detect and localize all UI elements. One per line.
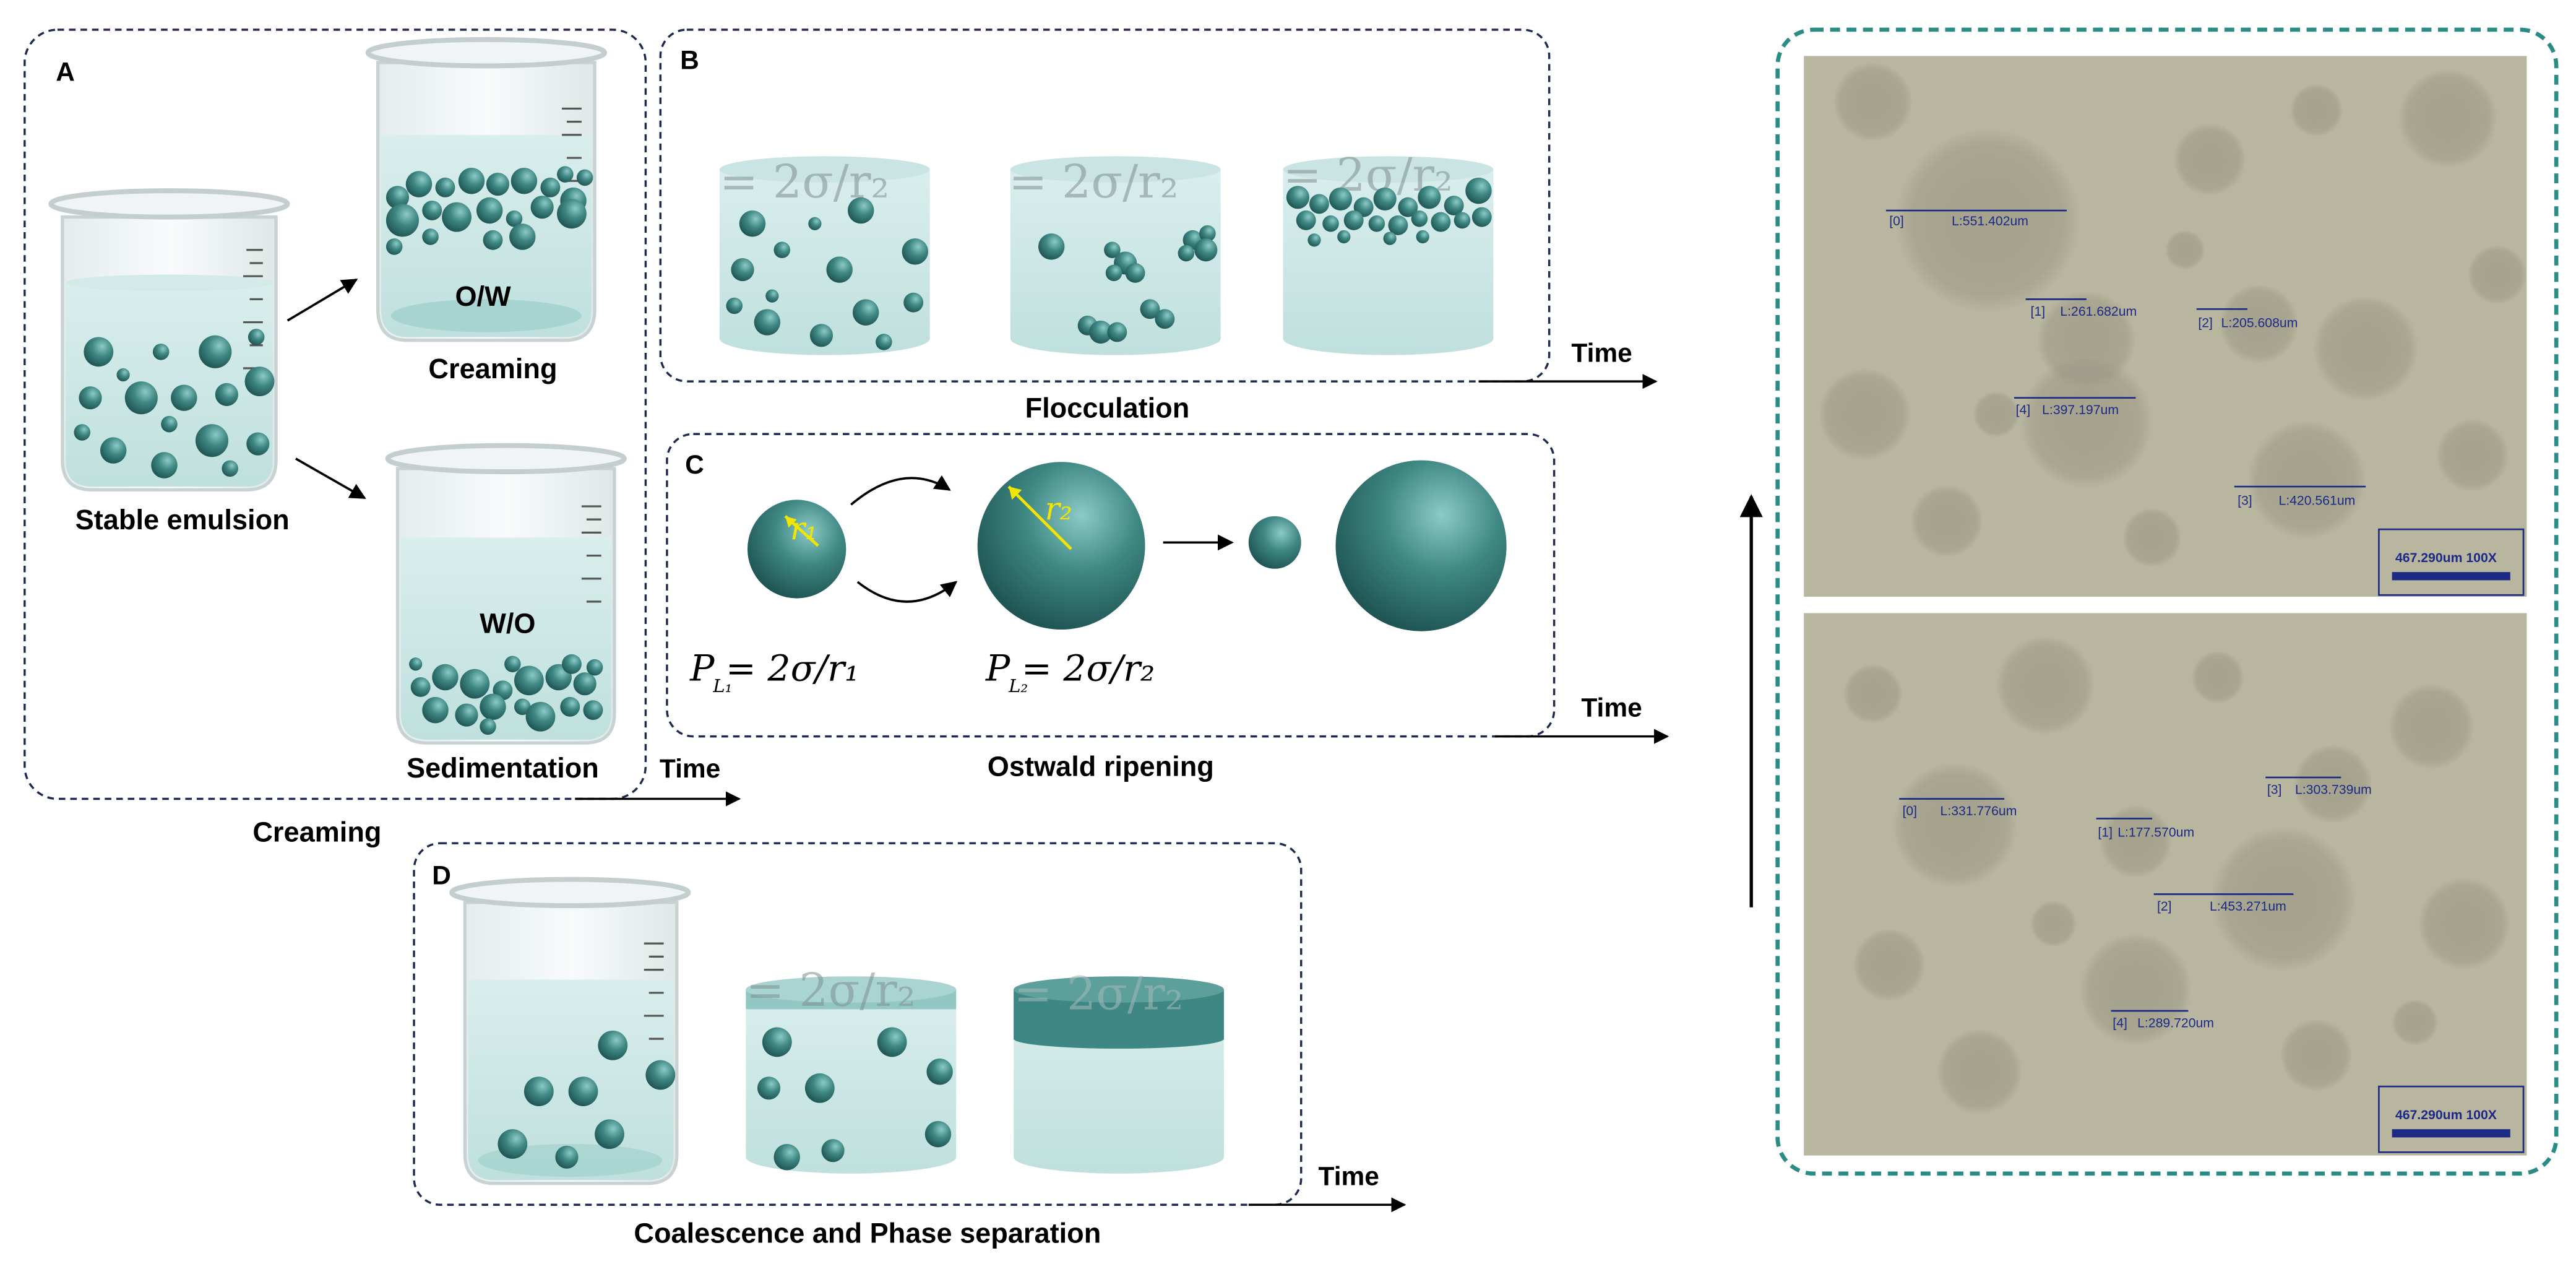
droplets [1038, 225, 1218, 344]
panel-c-border [666, 433, 1556, 738]
measure-top-1-length: L:261.682um [2060, 305, 2137, 319]
measure-top-3-id: [3] [2238, 493, 2252, 508]
droplets [498, 1030, 676, 1169]
measure-bottom-1-length: L:177.570um [2117, 826, 2194, 840]
large-droplet [977, 462, 1145, 630]
r2-radius-line [1007, 485, 1072, 550]
sedimentation-label: Sedimentation [407, 752, 599, 784]
time-label-d: Time [1319, 1161, 1379, 1190]
scale-bar-top: 467.290um 100X [2378, 528, 2525, 596]
measure-bottom-4-length: L:289.720um [2137, 1016, 2214, 1031]
measure-top-1-id: [1] [2031, 305, 2046, 319]
droplets [74, 329, 275, 479]
panel-d-caption: Coalescence and Phase separation [634, 1217, 1101, 1249]
measure-bottom-0-id: [0] [1902, 804, 1917, 818]
droplets [726, 197, 929, 350]
measure-bottom-1-id: [1] [2098, 826, 2113, 840]
micrograph-bottom-droplets [1843, 636, 2510, 1115]
creaming-label: Creaming [428, 353, 557, 384]
panel-b-letter: B [680, 46, 699, 75]
time-label-c: Time [1581, 693, 1642, 722]
r1-label: r₁ [790, 510, 817, 547]
beaker-sedimentation [385, 443, 627, 745]
arrow-to-creaming [286, 278, 358, 322]
measure-top-4-id: [4] [2016, 403, 2031, 417]
ow-label: O/W [455, 280, 511, 312]
micrograph-panel: [0] L:551.402um [1] L:261.682um [2] L:20… [1739, 27, 2559, 1176]
panel-c-caption: Ostwald ripening [988, 750, 1214, 782]
droplets [757, 1027, 953, 1171]
measure-bottom-4-id: [4] [2113, 1016, 2127, 1031]
shrunk-droplet [1248, 516, 1301, 569]
micrograph-bottom: [0] L:331.776um [3] L:303.739um [1] L:17… [1804, 613, 2527, 1156]
panel-a: A Stable emulsion [24, 28, 741, 848]
scale-bar-bottom: 467.290um 100X [2378, 1085, 2525, 1153]
laplace-formula-2: P = 2σ/r₂ [985, 647, 1155, 689]
time-label-b: Time [1571, 338, 1632, 367]
wo-label: W/O [480, 607, 535, 639]
panel-a-border [24, 28, 647, 800]
arrow-to-sedimentation [295, 457, 366, 500]
beaker-coalescence [449, 877, 691, 1185]
measure-top-2-id: [2] [2198, 316, 2213, 331]
measure-top-0-id: [0] [1889, 214, 1904, 228]
micrograph-top: [0] L:551.402um [1] L:261.682um [2] L:20… [1804, 56, 2527, 597]
grown-droplet [1335, 460, 1507, 631]
measure-bottom-0-length: L:331.776um [1941, 804, 2017, 818]
panel-c: C r₁ r₂ P = 2σ/r₁ L₁ P = 2σ/r₂ L₂ Time O… [666, 433, 1669, 782]
curved-arrow-bottom [856, 581, 958, 603]
panel-a-caption: Creaming [252, 816, 381, 848]
ghost-formula-d2: = 2σ/r₂ [1014, 966, 1183, 1020]
scale-text-top: 467.290um 100X [2395, 551, 2497, 565]
measure-bottom-2-id: [2] [2157, 899, 2172, 914]
micrograph-top-droplets [1819, 63, 2527, 568]
beaker-stable [48, 188, 290, 492]
measure-top-0-length: L:551.402um [1952, 214, 2028, 228]
ghost-formula-b2: = 2σ/r₂ [1009, 155, 1178, 209]
cylinder-coalescing: = 2σ/r₂ [746, 963, 957, 1174]
cylinder-floc-layer: = 2σ/r₂ [1283, 148, 1494, 355]
panel-a-letter: A [56, 57, 75, 86]
measure-top-4-length: L:397.197um [2042, 403, 2119, 417]
micrograph-frame [1775, 27, 2559, 1176]
cylinder-flocculating: = 2σ/r₂ [1009, 155, 1221, 355]
panel-b-border [659, 28, 1551, 383]
panel-d: D = 2σ/r₂ = 2σ/ [413, 842, 1406, 1249]
panel-b-caption: Flocculation [1025, 392, 1190, 424]
small-droplet [747, 500, 846, 599]
laplace-formula-1-subscript: L₁ [712, 675, 732, 696]
panel-d-letter: D [432, 861, 451, 890]
droplets [409, 654, 603, 735]
cylinder-dispersed: = 2σ/r₂ [719, 155, 930, 355]
measure-bottom-3-id: [3] [2267, 783, 2282, 797]
panel-b: B = 2σ/r₂ = 2σ/r₂ = 2σ/r₂ [659, 28, 1658, 424]
measure-top-2-length: L:205.608um [2221, 316, 2298, 331]
r2-label: r₂ [1045, 490, 1072, 527]
time-label-a: Time [660, 754, 720, 783]
measure-top-3-length: L:420.561um [2278, 493, 2355, 508]
droplets [1286, 177, 1492, 247]
measure-bottom-2-length: L:453.271um [2210, 899, 2286, 914]
ghost-formula-d1: = 2σ/r₂ [746, 963, 915, 1017]
beaker-creaming [365, 37, 608, 342]
panel-c-letter: C [685, 450, 704, 479]
panel-d-border [413, 842, 1303, 1206]
stable-emulsion-label: Stable emulsion [75, 504, 290, 535]
measure-bottom-3-length: L:303.739um [2295, 783, 2372, 797]
curved-arrow-top [850, 475, 951, 506]
laplace-formula-1: P = 2σ/r₁ [689, 647, 859, 689]
droplets [386, 166, 593, 255]
scale-text-bottom: 467.290um 100X [2395, 1108, 2497, 1122]
laplace-formula-2-subscript: L₂ [1008, 675, 1028, 696]
cylinder-phase-separated: = 2σ/r₂ [1014, 966, 1224, 1174]
